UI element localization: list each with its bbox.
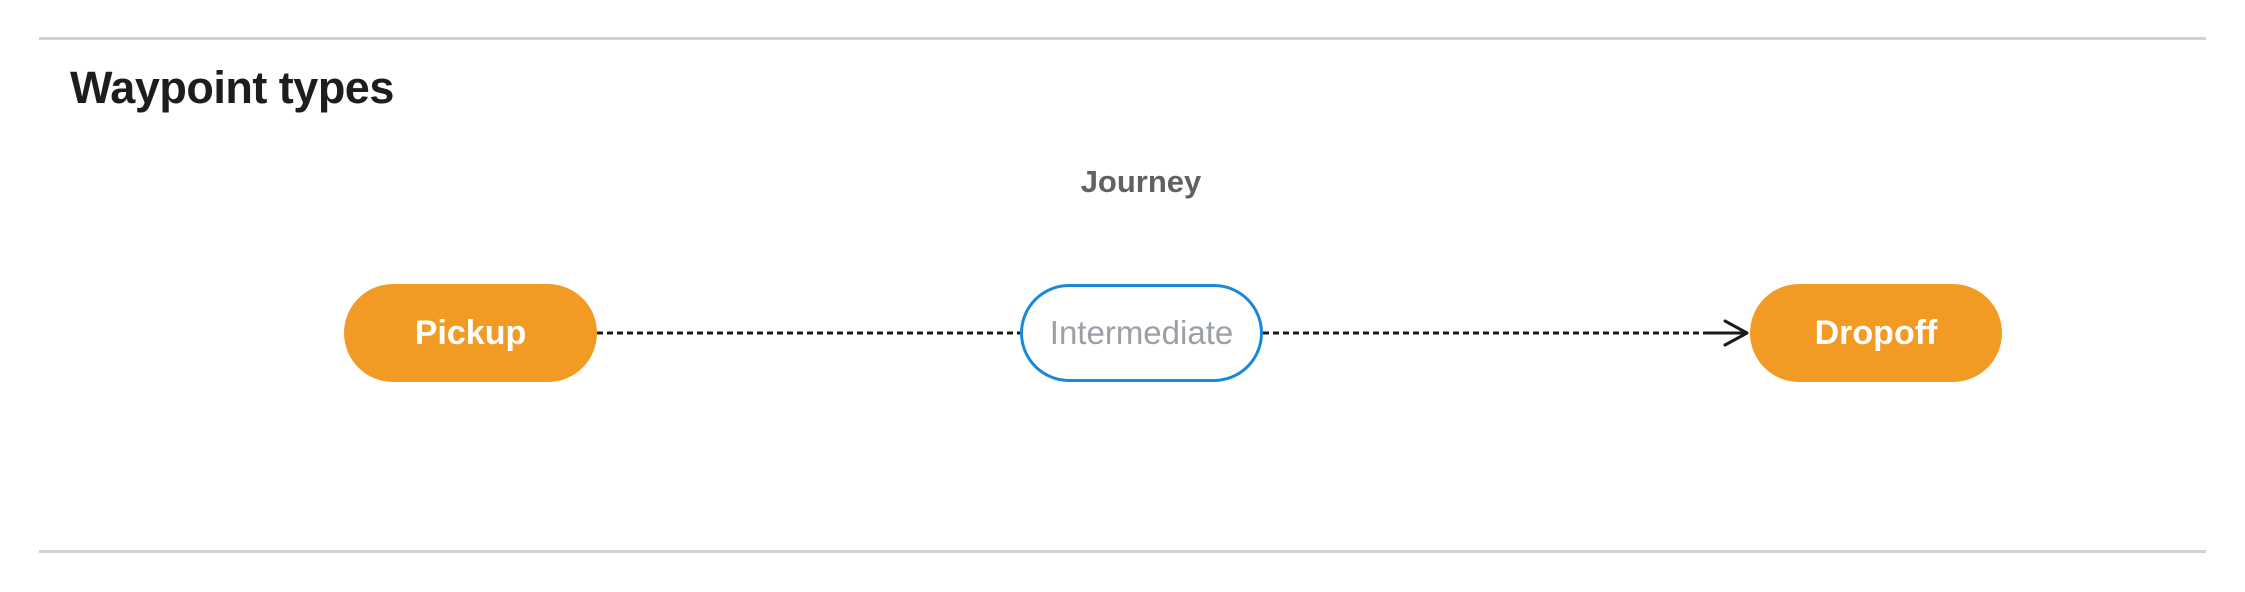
node-intermediate: Intermediate bbox=[1020, 284, 1263, 382]
node-dropoff-label: Dropoff bbox=[1814, 313, 1938, 352]
node-dropoff: Dropoff bbox=[1750, 284, 2002, 382]
arrowhead-icon bbox=[1723, 319, 1749, 347]
top-divider bbox=[39, 37, 2206, 40]
bottom-divider bbox=[39, 550, 2206, 553]
node-intermediate-label: Intermediate bbox=[1049, 314, 1234, 351]
page-title: Waypoint types bbox=[70, 62, 394, 113]
journey-label: Journey bbox=[1080, 164, 1202, 199]
node-pickup-label: Pickup bbox=[414, 313, 527, 352]
node-pickup: Pickup bbox=[344, 284, 597, 382]
